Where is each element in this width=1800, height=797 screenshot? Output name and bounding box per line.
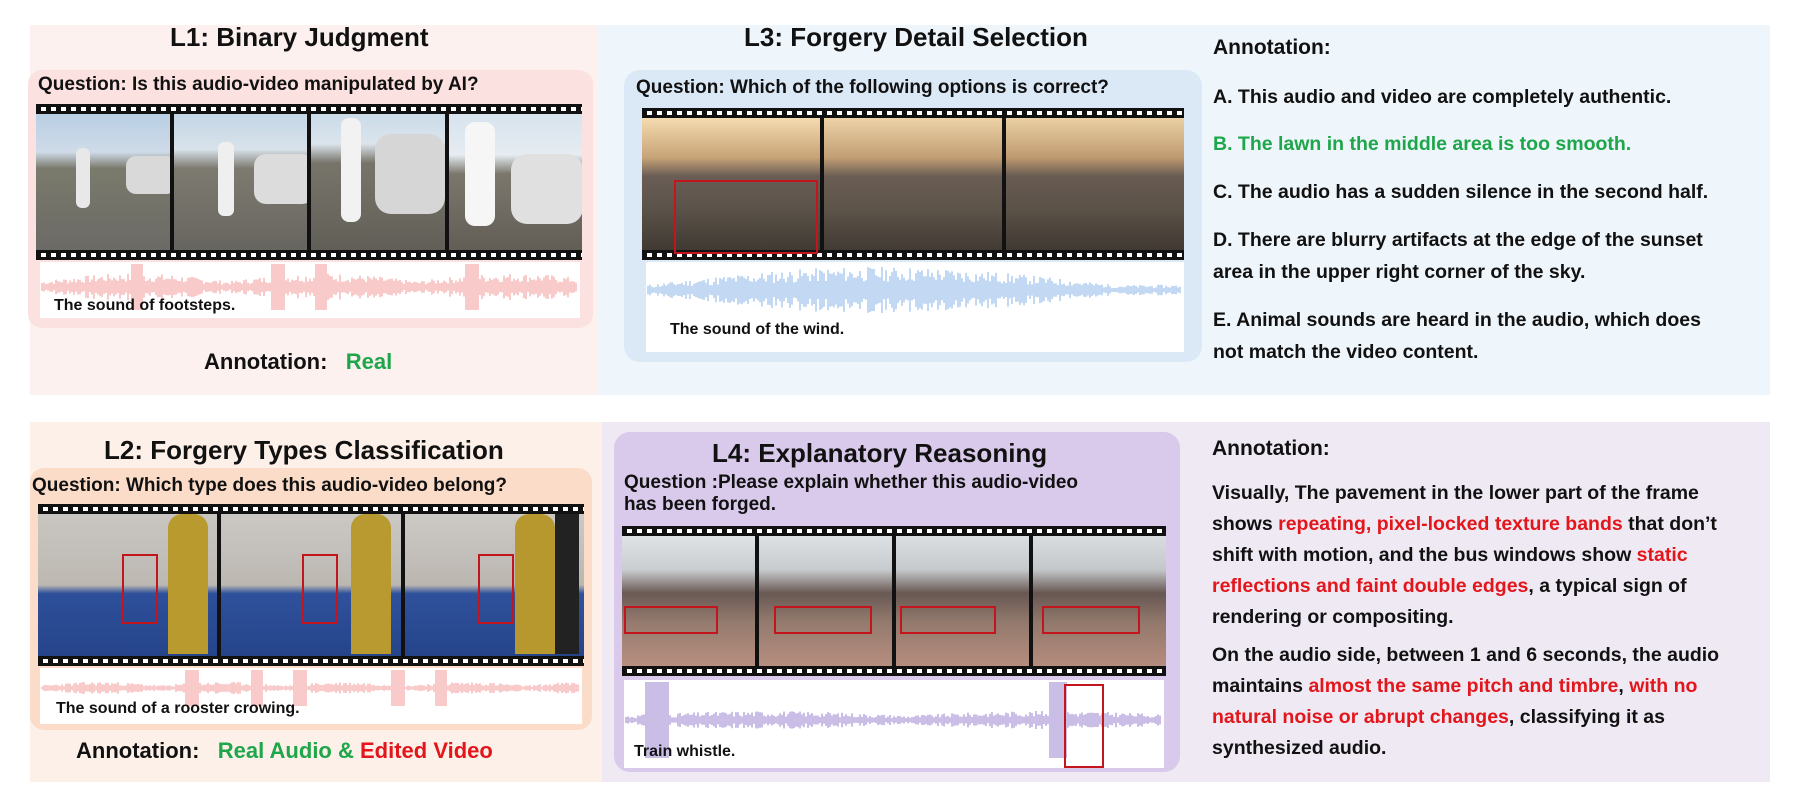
l3-filmstrip [642,108,1184,260]
l2-annotation: Annotation: Real Audio & Edited Video [76,738,493,764]
reason-text: , [1618,675,1630,697]
l1-question: Question: Is this audio-video manipulate… [38,74,479,95]
sprocket-row [36,250,582,260]
l2-waveform [40,668,582,724]
video-frame [404,514,584,656]
sprocket-row [642,108,1184,118]
l2-audio-caption: The sound of a rooster crowing. [56,700,300,717]
reason-text: , classifying it as synthesized audio. [1212,706,1665,759]
video-frame [1006,118,1184,250]
l4-audio-caption: Train whistle. [634,743,736,760]
annotation-value-real: Real [345,349,393,374]
sprocket-row [622,666,1166,676]
video-frame [221,514,401,656]
forgery-highlight-box [122,554,158,624]
car-shape [375,134,445,214]
l3-option-b: B. The lawn in the middle area is too sm… [1213,133,1632,155]
video-frame [642,118,820,250]
l2-question: Question: Which type does this audio-vid… [32,475,508,496]
car-shape [253,154,307,204]
video-frame [759,536,892,666]
person-figure [341,118,361,222]
l1-audio-caption: The sound of footsteps. [54,297,236,314]
forgery-highlight-box [774,606,872,634]
l3-option-a: A. This audio and video are completely a… [1213,86,1672,108]
person-figure [351,514,392,654]
annotation-value-edited-video: Edited Video [360,738,493,763]
person-figure [554,514,579,654]
sprocket-row [38,504,584,514]
video-frame [896,536,1029,666]
video-frame [173,114,307,250]
l3-annotation-label: Annotation: [1213,36,1331,59]
annotation-label: Annotation: [76,738,200,763]
reason-highlight: static reflections and faint double edge… [1212,544,1688,597]
sprocket-row [36,104,582,114]
forgery-highlight-box [624,606,718,634]
reason-highlight: repeating, pixel-locked texture bands [1278,513,1623,535]
l4-title: L4: Explanatory Reasoning [712,438,1048,468]
l4-reason-audio: On the audio side, between 1 and 6 secon… [1212,640,1760,764]
l4-question-line1: Question :Please explain whether this au… [624,472,1078,493]
l3-audio-caption: The sound of the wind. [670,321,845,338]
forgery-highlight-box [302,554,338,624]
sprocket-row [642,250,1184,260]
l3-option-e: E. Animal sounds are heard in the audio,… [1213,309,1701,363]
video-frame [36,114,170,250]
forgery-highlight-box [1042,606,1140,634]
reason-text: , a typical sign of rendering or composi… [1212,575,1687,628]
annotation-value-real-audio: Real Audio & [217,738,354,763]
l4-annotation-label: Annotation: [1212,437,1330,460]
forgery-highlight-box [674,180,818,254]
forgery-highlight-box [900,606,996,634]
video-frame [311,114,445,250]
reason-text: that don’t shift with motion, and the bu… [1212,513,1717,566]
forgery-highlight-box [478,554,514,624]
l3-waveform [646,262,1184,352]
l4-waveform [624,680,1164,768]
l3-question: Question: Which of the following options… [636,77,1109,98]
l2-filmstrip [38,504,584,666]
car-shape [126,156,170,194]
l3-option-c: C. The audio has a sudden silence in the… [1213,181,1709,203]
reason-highlight: with no natural noise or abrupt changes [1212,675,1698,728]
person-figure [464,122,495,226]
video-frame [1033,536,1166,666]
l2-title: L2: Forgery Types Classification [104,435,504,465]
l1-waveform [40,262,580,318]
car-shape [510,154,582,224]
video-frame [448,114,582,250]
person-figure [76,148,90,208]
reason-text: Visually, The pavement in the lower part… [1212,482,1699,535]
video-frame [38,514,218,656]
l3-title: L3: Forgery Detail Selection [744,22,1088,52]
l3-option-d: D. There are blurry artifacts at the edg… [1213,229,1703,283]
sprocket-row [38,656,584,666]
video-frame [622,536,755,666]
l4-filmstrip [622,526,1166,676]
person-figure [217,142,234,216]
reason-highlight: almost the same pitch and timbre [1308,675,1619,697]
sprocket-row [622,526,1166,536]
l1-filmstrip [36,104,582,260]
l4-question-line2: has been forged. [624,494,777,515]
l1-annotation: Annotation: Real [204,349,392,375]
annotation-label: Annotation: [204,349,328,374]
l1-title: L1: Binary Judgment [170,22,429,52]
audio-anomaly-box [1064,684,1104,768]
person-figure [514,514,555,654]
video-frame [824,118,1002,250]
reason-text: On the audio side, between 1 and 6 secon… [1212,644,1720,697]
person-figure [168,514,208,654]
l4-reason-visual: Visually, The pavement in the lower part… [1212,478,1752,633]
